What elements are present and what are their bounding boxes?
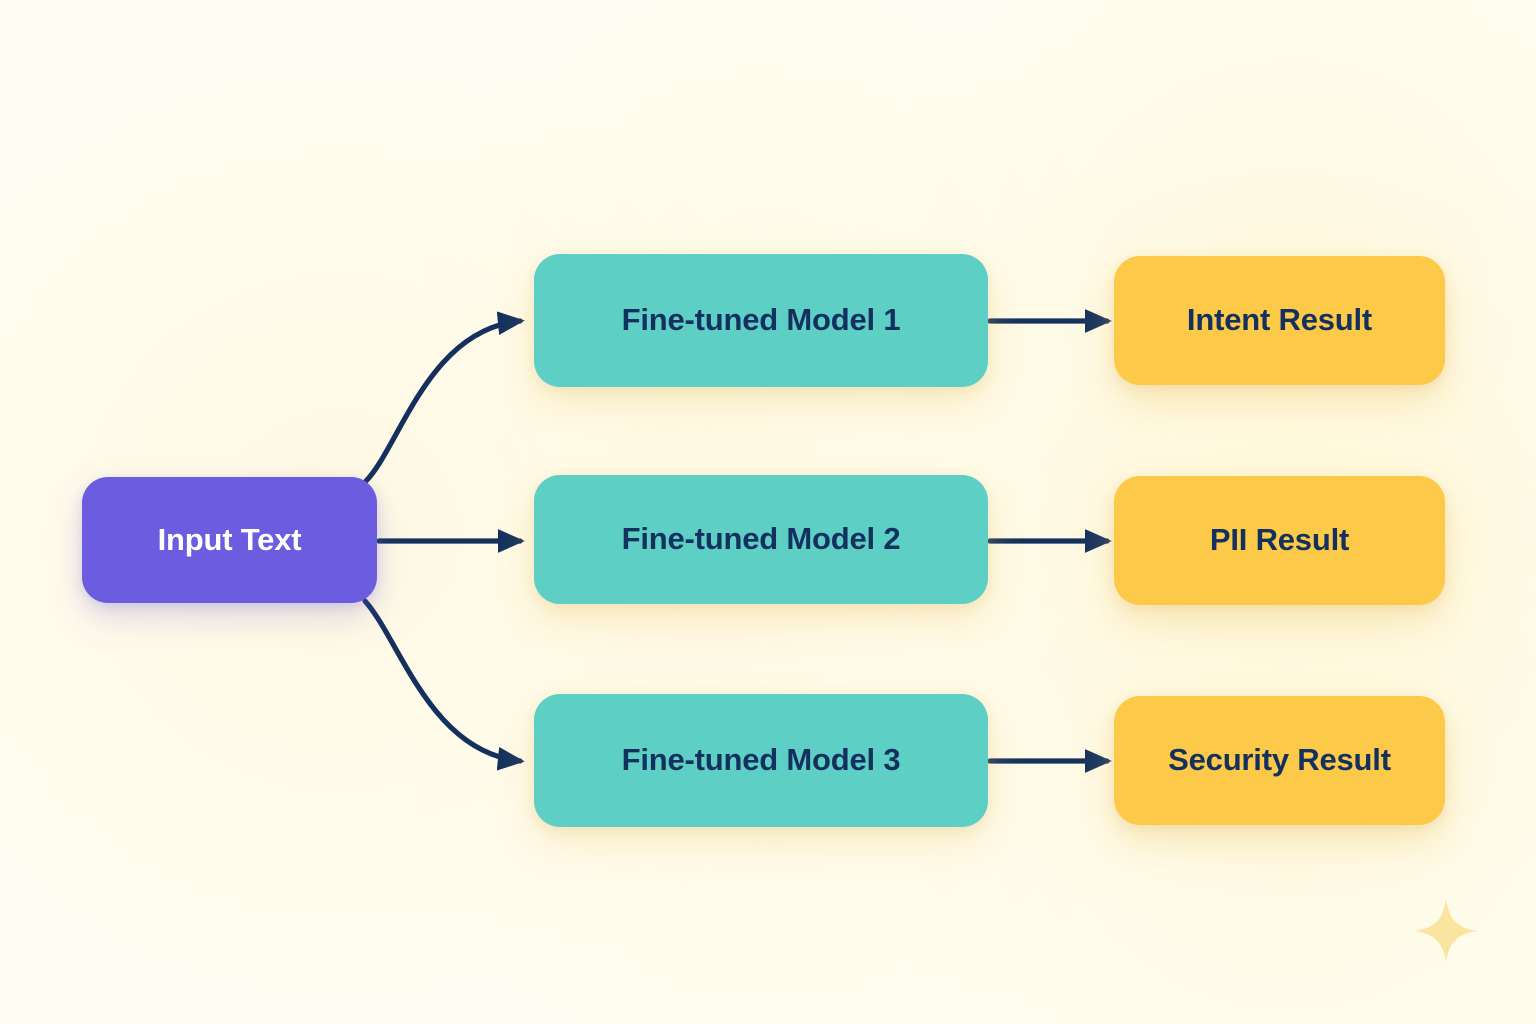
node-pii-result-label: PII Result xyxy=(1209,522,1350,558)
node-security-result[interactable]: Security Result xyxy=(1114,696,1445,825)
node-fine-tuned-model-1[interactable]: Fine-tuned Model 1 xyxy=(534,254,988,387)
node-input-text[interactable]: Input Text xyxy=(82,477,377,603)
sparkle-icon xyxy=(1414,899,1478,963)
node-fine-tuned-model-2-label: Fine-tuned Model 2 xyxy=(621,521,901,557)
node-intent-result[interactable]: Intent Result xyxy=(1114,256,1445,385)
node-security-result-label: Security Result xyxy=(1168,742,1391,778)
node-input-text-label: Input Text xyxy=(157,521,302,557)
node-intent-result-label: Intent Result xyxy=(1186,302,1373,338)
edge-input-to-model-1 xyxy=(363,311,525,484)
node-fine-tuned-model-2[interactable]: Fine-tuned Model 2 xyxy=(534,475,988,604)
node-pii-result[interactable]: PII Result xyxy=(1114,476,1445,605)
node-fine-tuned-model-3-label: Fine-tuned Model 3 xyxy=(621,742,901,778)
node-fine-tuned-model-3[interactable]: Fine-tuned Model 3 xyxy=(534,694,988,827)
node-fine-tuned-model-1-label: Fine-tuned Model 1 xyxy=(621,302,901,338)
edge-input-to-model-3 xyxy=(362,598,525,771)
